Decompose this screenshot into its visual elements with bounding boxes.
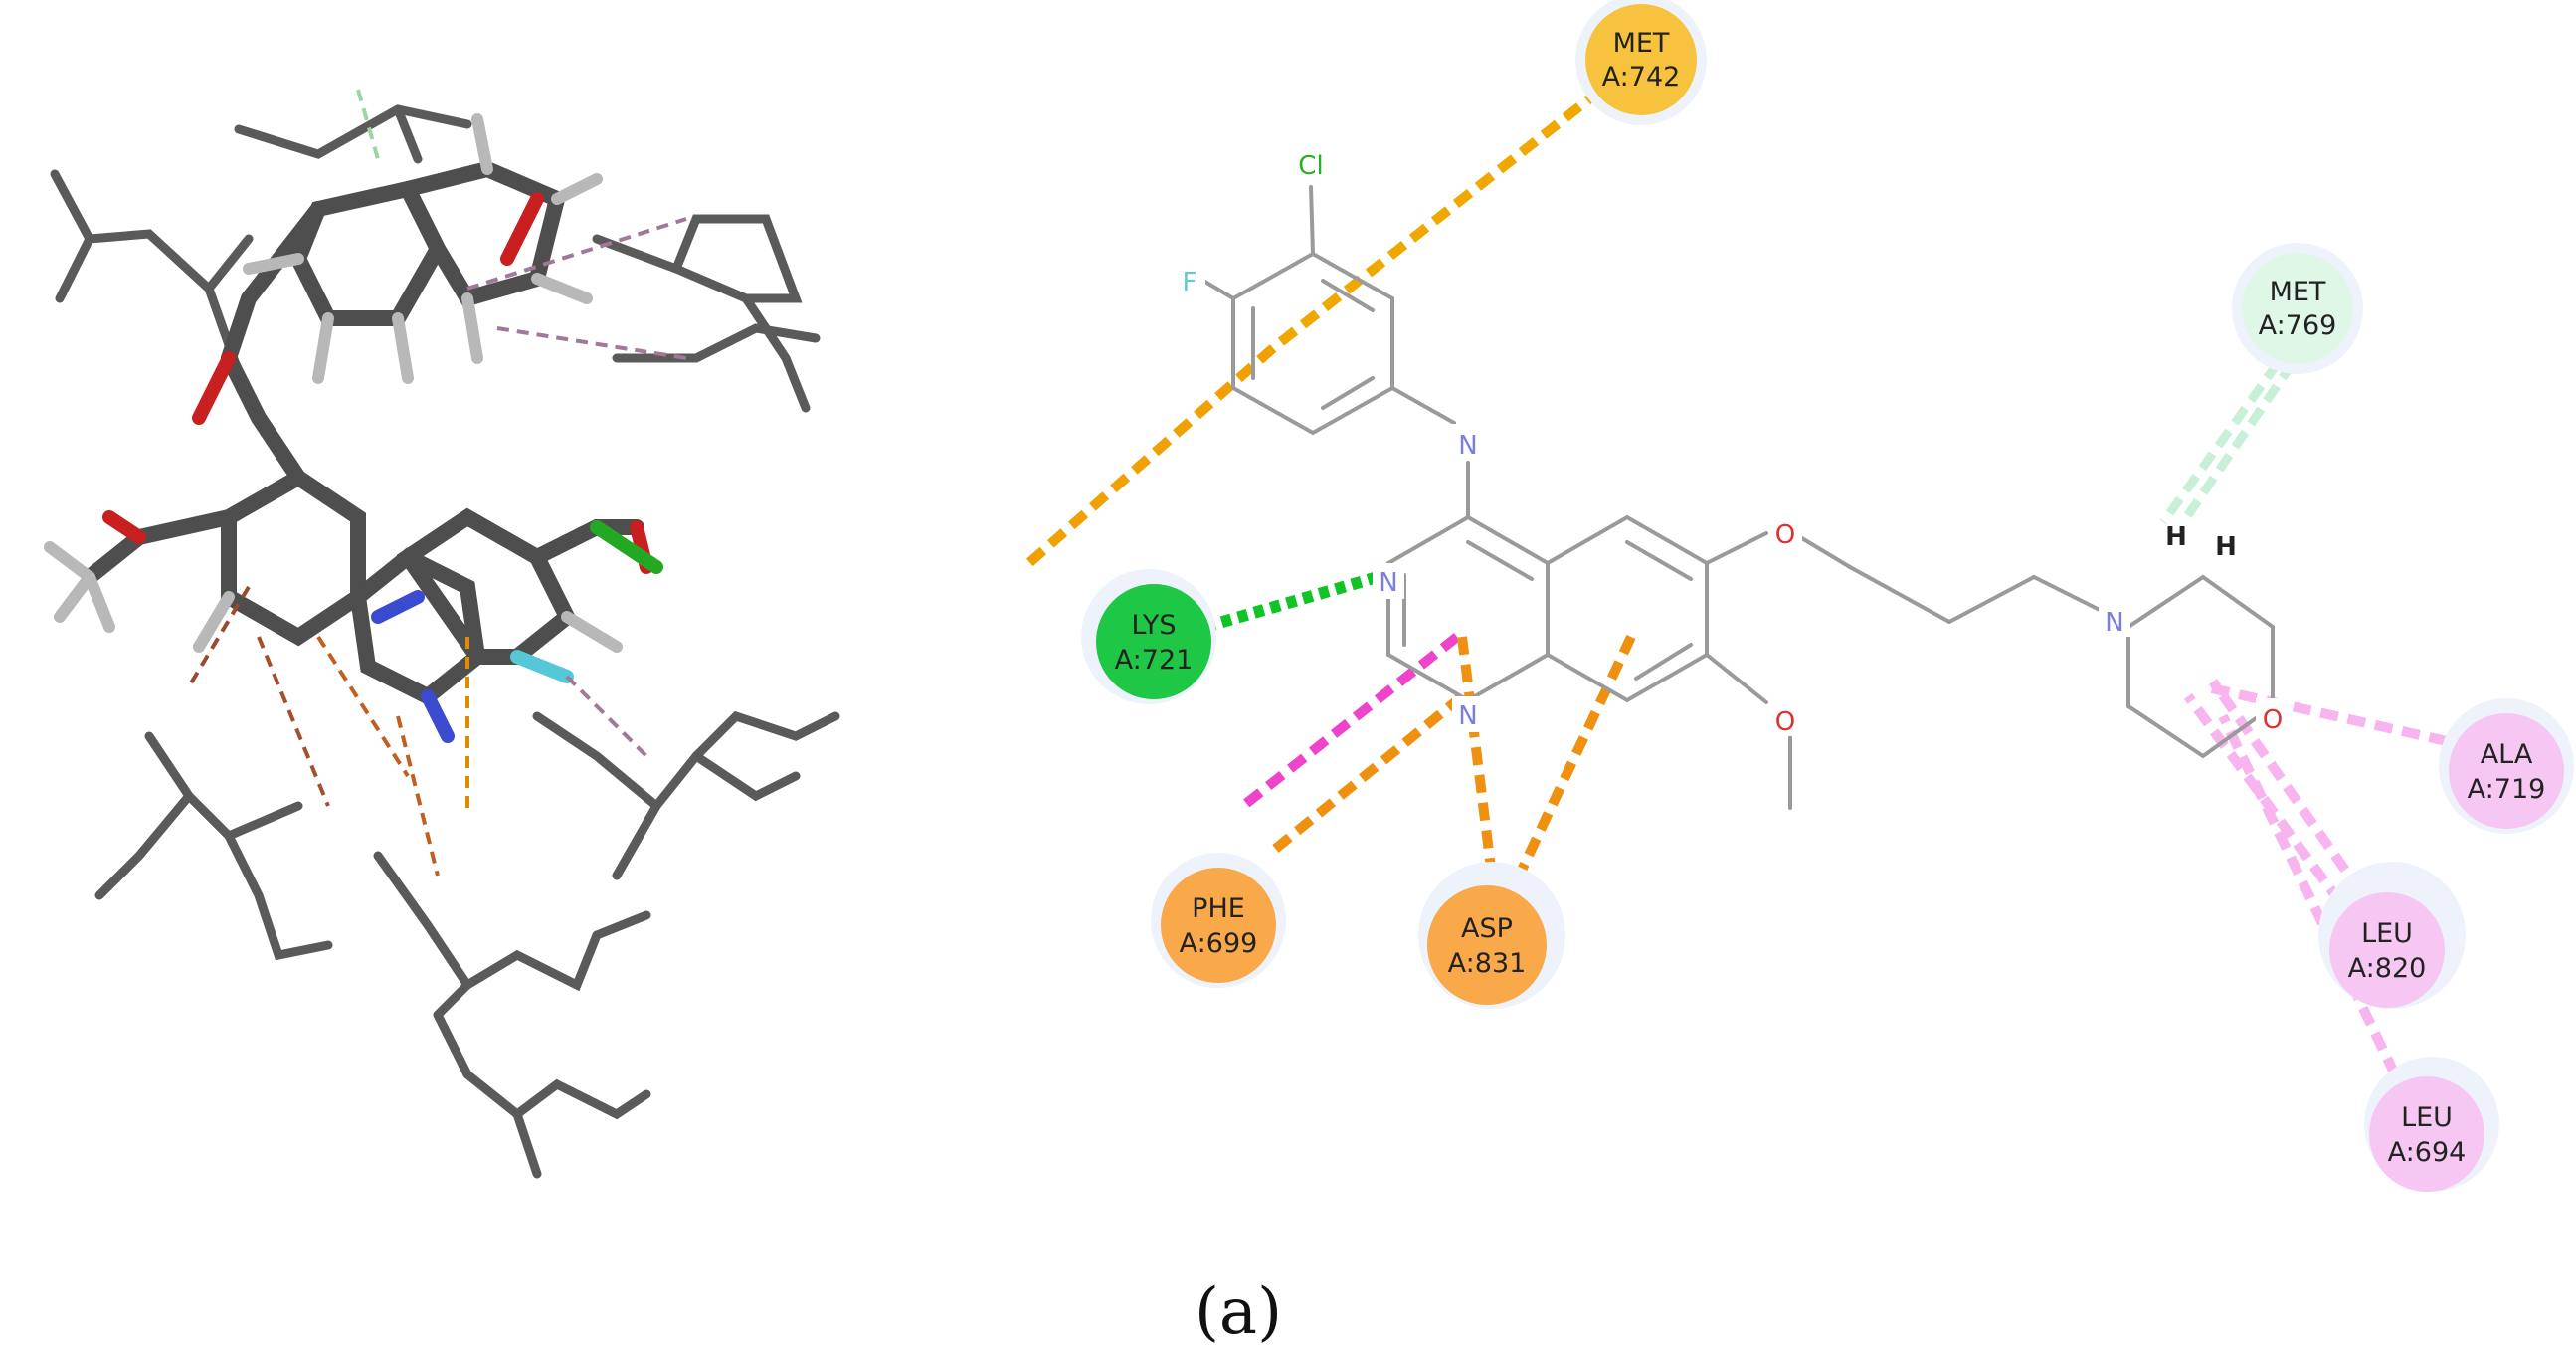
- residue-lys721-id: A:721: [1115, 645, 1194, 676]
- atom-o-ether: O: [1775, 520, 1795, 550]
- interaction-lines: [1020, 86, 2449, 1102]
- residue-met769-id: A:769: [2259, 310, 2337, 341]
- 2d-interaction-diagram: Cl F N N N O O N O H H MET: [1020, 0, 2574, 1192]
- atom-labels: Cl F N N N O O N O H H: [1176, 143, 2290, 737]
- residue-leu694-name: LEU: [2401, 1102, 2453, 1133]
- residue-phe699-id: A:699: [1180, 928, 1258, 959]
- residue-ala719: ALA A:719: [2439, 698, 2574, 834]
- residue-lys721-name: LYS: [1131, 610, 1176, 641]
- residue-met742-id: A:742: [1602, 62, 1681, 93]
- residue-ala719-disc: [2449, 713, 2564, 829]
- figure-caption: (a): [1195, 1275, 1282, 1349]
- interaction-met769-a: [2159, 360, 2282, 525]
- residue-nodes: MET A:742 MET A:769 LYS A:721 PHE A:699: [1081, 0, 2574, 1192]
- residue-asp831-disc: [1427, 885, 1547, 1005]
- protein-residue-sticks: [50, 104, 840, 1179]
- 3d-interaction-lines: [187, 89, 687, 877]
- interaction-phe699-pisigma: [1239, 633, 1461, 810]
- residue-leu820-name: LEU: [2361, 918, 2413, 949]
- residue-met742: MET A:742: [1575, 0, 1707, 125]
- residue-leu694-disc: [2369, 1076, 2484, 1192]
- heteroatom-sticks: [102, 192, 663, 743]
- residue-met769: MET A:769: [2232, 243, 2363, 374]
- residue-leu694-id: A:694: [2388, 1137, 2467, 1168]
- atom-n1: N: [1379, 568, 1397, 598]
- atom-n-amine: N: [1458, 431, 1477, 461]
- residue-phe699-name: PHE: [1192, 893, 1245, 924]
- halophenyl-ring: [1231, 251, 1394, 436]
- atom-cl: Cl: [1298, 151, 1323, 181]
- atom-h2: H: [2215, 532, 2237, 562]
- ligand-ring-sticks: [82, 160, 644, 706]
- atom-n-morpholine: N: [2105, 608, 2123, 638]
- residue-asp831-id: A:831: [1448, 948, 1527, 979]
- residue-phe699-disc: [1161, 868, 1276, 983]
- interaction-leu820-a: [2208, 679, 2382, 918]
- residue-ala719-id: A:719: [2468, 774, 2546, 805]
- residue-leu694: LEU A:694: [2364, 1057, 2499, 1192]
- residue-met769-name: MET: [2270, 277, 2326, 307]
- interaction-ala719: [2201, 682, 2449, 746]
- interaction-met769-b: [2179, 360, 2297, 525]
- residue-leu820: LEU A:820: [2318, 862, 2466, 1009]
- interaction-lys721-hbond: [1196, 571, 1380, 635]
- atom-f: F: [1183, 268, 1197, 297]
- interaction-leu694: [2218, 713, 2412, 1102]
- residue-asp831: ASP A:831: [1418, 862, 1565, 1009]
- hydrogen-sticks: [44, 113, 623, 653]
- atom-o-methoxy: O: [1775, 707, 1795, 737]
- residue-lys721: LYS A:721: [1081, 569, 1216, 704]
- residue-phe699: PHE A:699: [1151, 853, 1286, 988]
- residue-leu820-disc: [2329, 892, 2445, 1008]
- atom-o-morpholine: O: [2263, 705, 2283, 735]
- residue-ala719-name: ALA: [2481, 739, 2533, 770]
- residue-asp831-name: ASP: [1461, 913, 1513, 944]
- interaction-met742-ring: [1020, 344, 1277, 571]
- residue-leu820-id: A:820: [2348, 953, 2427, 984]
- interaction-phe699-pialkyl: [1269, 692, 1466, 855]
- atom-h1: H: [2165, 522, 2187, 552]
- interaction-asp831-b: [1512, 634, 1636, 883]
- benzo-ring: [1546, 514, 1709, 703]
- residue-lys721-disc: [1096, 584, 1211, 699]
- interaction-asp831-a: [1457, 636, 1497, 877]
- residue-met742-disc: [1585, 4, 1697, 115]
- residue-met742-name: MET: [1613, 28, 1670, 59]
- atom-n3: N: [1458, 701, 1477, 731]
- residue-met769-disc: [2242, 253, 2353, 364]
- 3d-docking-pose: [44, 89, 840, 1179]
- interaction-met742: [1269, 86, 1605, 352]
